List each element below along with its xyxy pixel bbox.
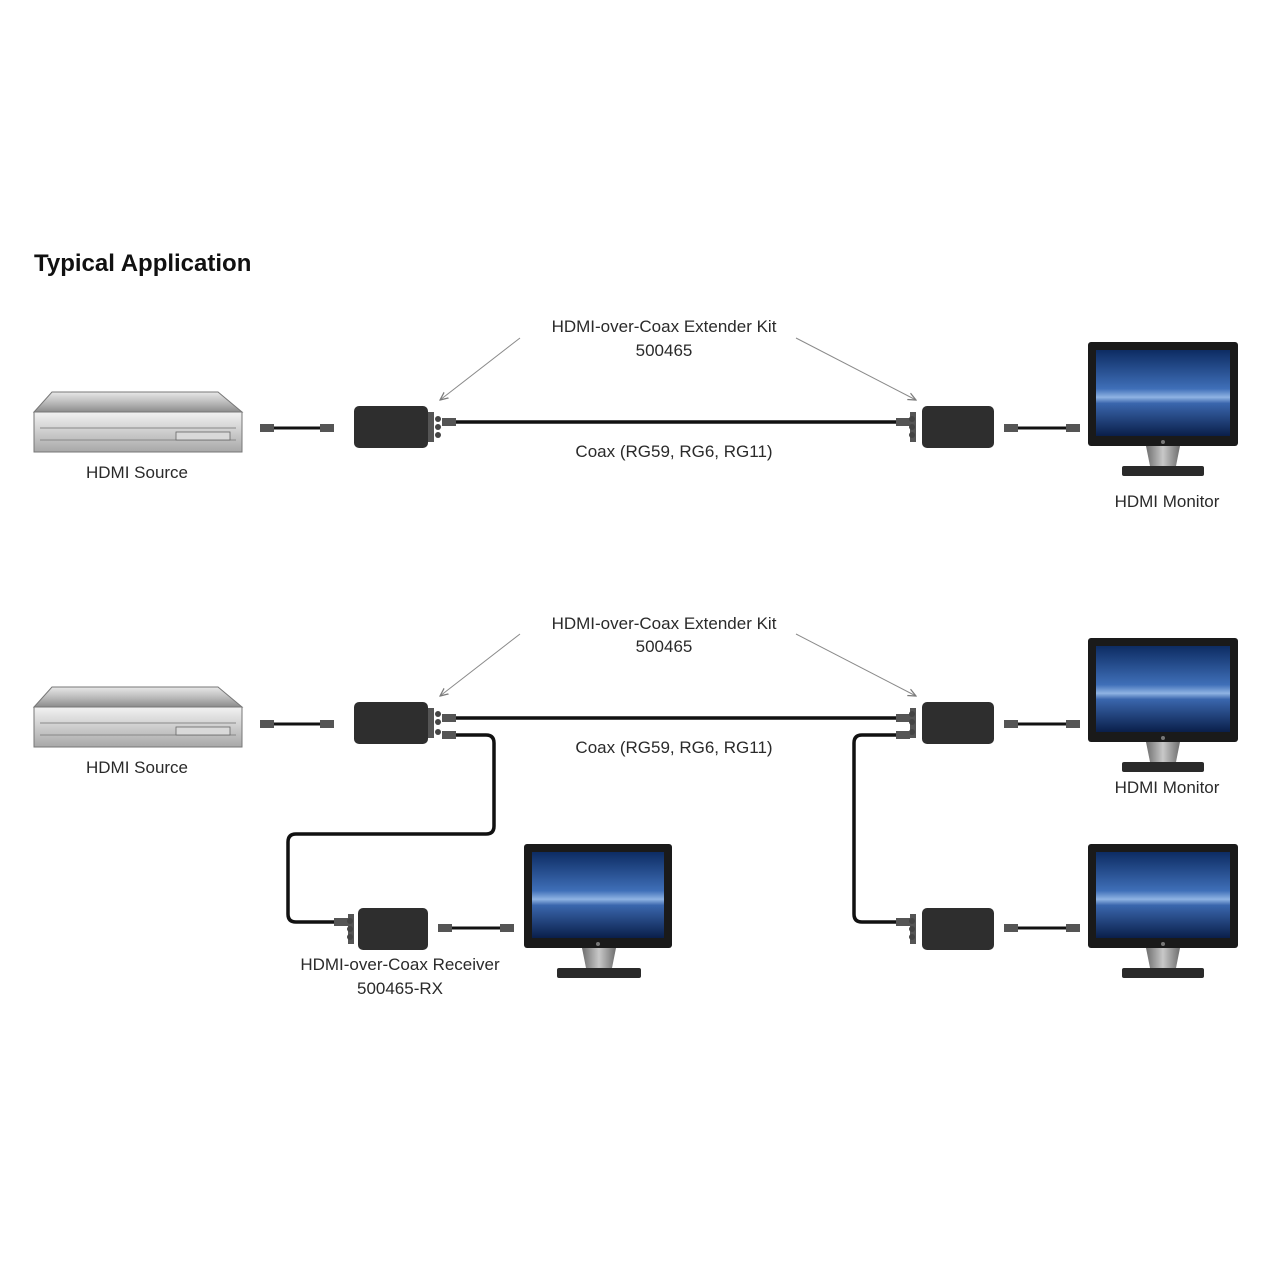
receiver-box (909, 406, 994, 448)
hdmi-source-player (32, 391, 244, 453)
kit-part-number: 500465 (636, 637, 693, 656)
hdmi-source-label: HDMI Source (86, 463, 188, 482)
coax-loop-transmitter (286, 731, 496, 926)
kit-arrow-left (440, 633, 521, 696)
hdmi-monitor (1088, 342, 1238, 476)
kit-part-number: 500465 (636, 341, 693, 360)
hdmi-monitor-label: HDMI Monitor (1115, 492, 1220, 511)
coax-label: Coax (RG59, RG6, RG11) (575, 442, 772, 461)
extra-receiver-box (347, 908, 428, 950)
hdmi-cable-source (260, 424, 334, 432)
kit-label: HDMI-over-Coax Extender Kit (552, 614, 777, 633)
hdmi-cable-monitor (1004, 720, 1080, 728)
hdmi-cable-monitor (1004, 424, 1080, 432)
hdmi-source-label: HDMI Source (86, 758, 188, 777)
receiver-box (909, 702, 994, 744)
kit-arrow-right (795, 337, 916, 400)
hdmi-source-player (32, 686, 244, 748)
hdmi-cable-second-monitor (1004, 924, 1080, 932)
extra-monitor-left (524, 844, 672, 978)
coax-cable (442, 714, 910, 722)
coax-loop-receiver (852, 731, 910, 926)
kit-label: HDMI-over-Coax Extender Kit (552, 317, 777, 336)
page-title: Typical Application (34, 250, 252, 277)
diagram-multi: HDMI-over-Coax Extender Kit 500465 HDMI … (32, 614, 1238, 998)
coax-cable (442, 418, 910, 426)
extra-monitor-right (1088, 844, 1238, 978)
transmitter-box (354, 702, 441, 744)
receiver-part-number: 500465-RX (357, 979, 443, 998)
kit-arrow-left (440, 337, 521, 400)
hdmi-cable-extra-monitor (438, 924, 514, 932)
receiver-label: HDMI-over-Coax Receiver (300, 955, 500, 974)
second-receiver-box (909, 908, 994, 950)
hdmi-monitor (1088, 638, 1238, 772)
diagram-single: HDMI-over-Coax Extender Kit 500465 HDMI … (32, 317, 1238, 511)
coax-label: Coax (RG59, RG6, RG11) (575, 738, 772, 757)
hdmi-monitor-label: HDMI Monitor (1115, 778, 1220, 797)
hdmi-cable-source (260, 720, 334, 728)
kit-arrow-right (795, 633, 916, 696)
transmitter-box (354, 406, 441, 448)
